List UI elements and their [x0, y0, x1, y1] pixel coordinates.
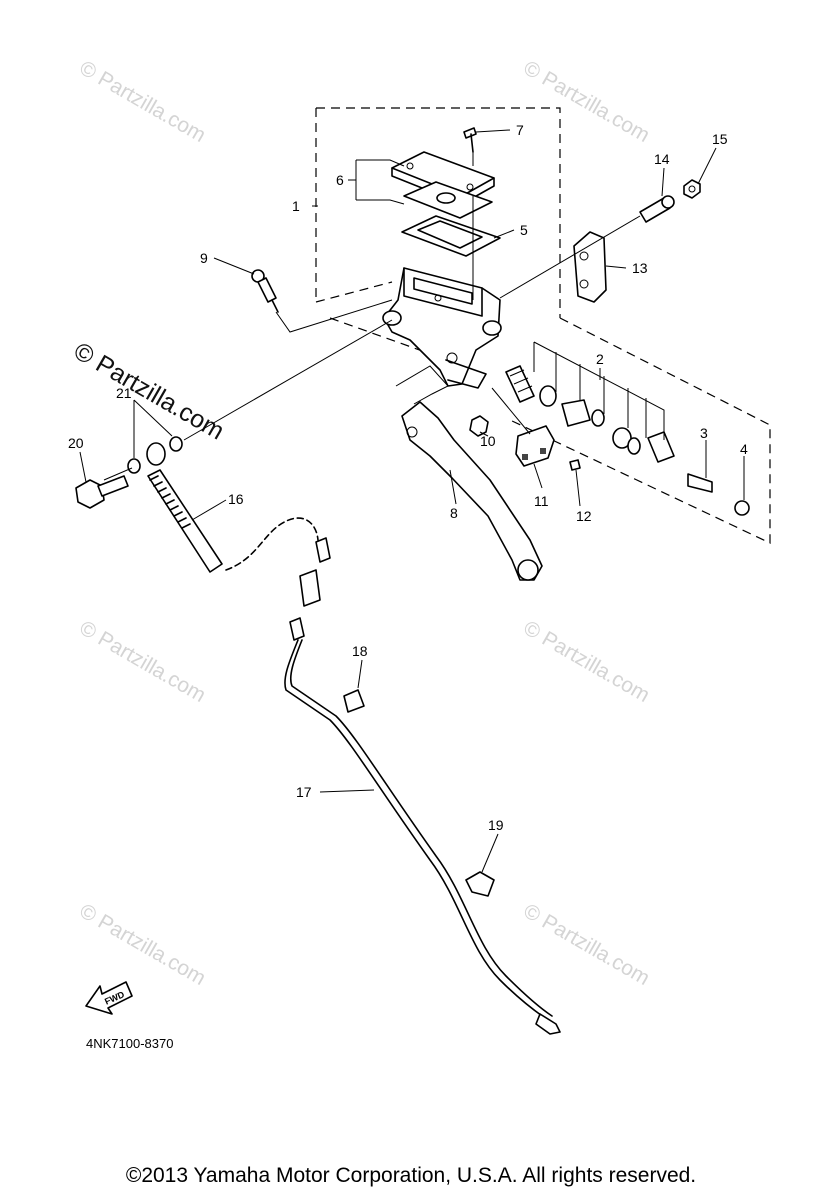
- master-cylinder-body: [382, 267, 502, 389]
- callout-5: 5: [520, 222, 528, 238]
- callout-15: 15: [712, 131, 728, 147]
- callout-10: 10: [480, 433, 496, 449]
- callout-21: 21: [116, 385, 132, 401]
- watermark: © Partzilla.com: [520, 56, 654, 147]
- callout-14: 14: [654, 151, 670, 167]
- bleed-screw: [251, 269, 393, 333]
- callout-7: 7: [516, 122, 524, 138]
- callout-18: 18: [352, 643, 368, 659]
- leader-lines: [79, 129, 745, 873]
- watermark: © Partzilla.com: [76, 56, 210, 147]
- reservoir-cap-set: [391, 127, 501, 300]
- watermark: © Partzilla.com: [76, 616, 210, 707]
- callout-17: 17: [296, 784, 312, 800]
- piston-kit: [505, 341, 750, 516]
- brake-pipe: [284, 617, 561, 1035]
- callout-9: 9: [200, 250, 208, 266]
- callout-3: 3: [700, 425, 708, 441]
- callout-20: 20: [68, 435, 84, 451]
- callout-labels: 1 2 3 4 5 6 7 8 9 10 11 12 13 14 15 16 1…: [68, 122, 748, 833]
- watermarks: © Partzilla.com © Partzilla.com © Partzi…: [69, 56, 654, 990]
- watermark-main: © Partzilla.com: [69, 337, 229, 445]
- callout-1: 1: [292, 198, 300, 214]
- lever-holder: [499, 179, 701, 303]
- brake-switch: [491, 387, 581, 471]
- copyright-notice: ©2013 Yamaha Motor Corporation, U.S.A. A…: [125, 1164, 697, 1187]
- brake-hose: [146, 442, 331, 607]
- callout-6: 6: [336, 172, 344, 188]
- watermark: © Partzilla.com: [76, 899, 210, 990]
- callout-2: 2: [596, 351, 604, 367]
- brake-lever: [395, 365, 543, 581]
- callout-8: 8: [450, 505, 458, 521]
- fwd-arrow-icon: FWD: [85, 981, 133, 1015]
- callout-13: 13: [632, 260, 648, 276]
- watermark: © Partzilla.com: [520, 899, 654, 990]
- callout-16: 16: [228, 491, 244, 507]
- assembly-boundaries: [315, 107, 771, 544]
- diagram-code: 4NK7100-8370: [86, 1036, 173, 1051]
- callout-4: 4: [740, 441, 748, 457]
- callout-12: 12: [576, 508, 592, 524]
- watermark: © Partzilla.com: [520, 616, 654, 707]
- callout-11: 11: [534, 493, 549, 509]
- callout-19: 19: [488, 817, 504, 833]
- union-bolt: [75, 319, 393, 509]
